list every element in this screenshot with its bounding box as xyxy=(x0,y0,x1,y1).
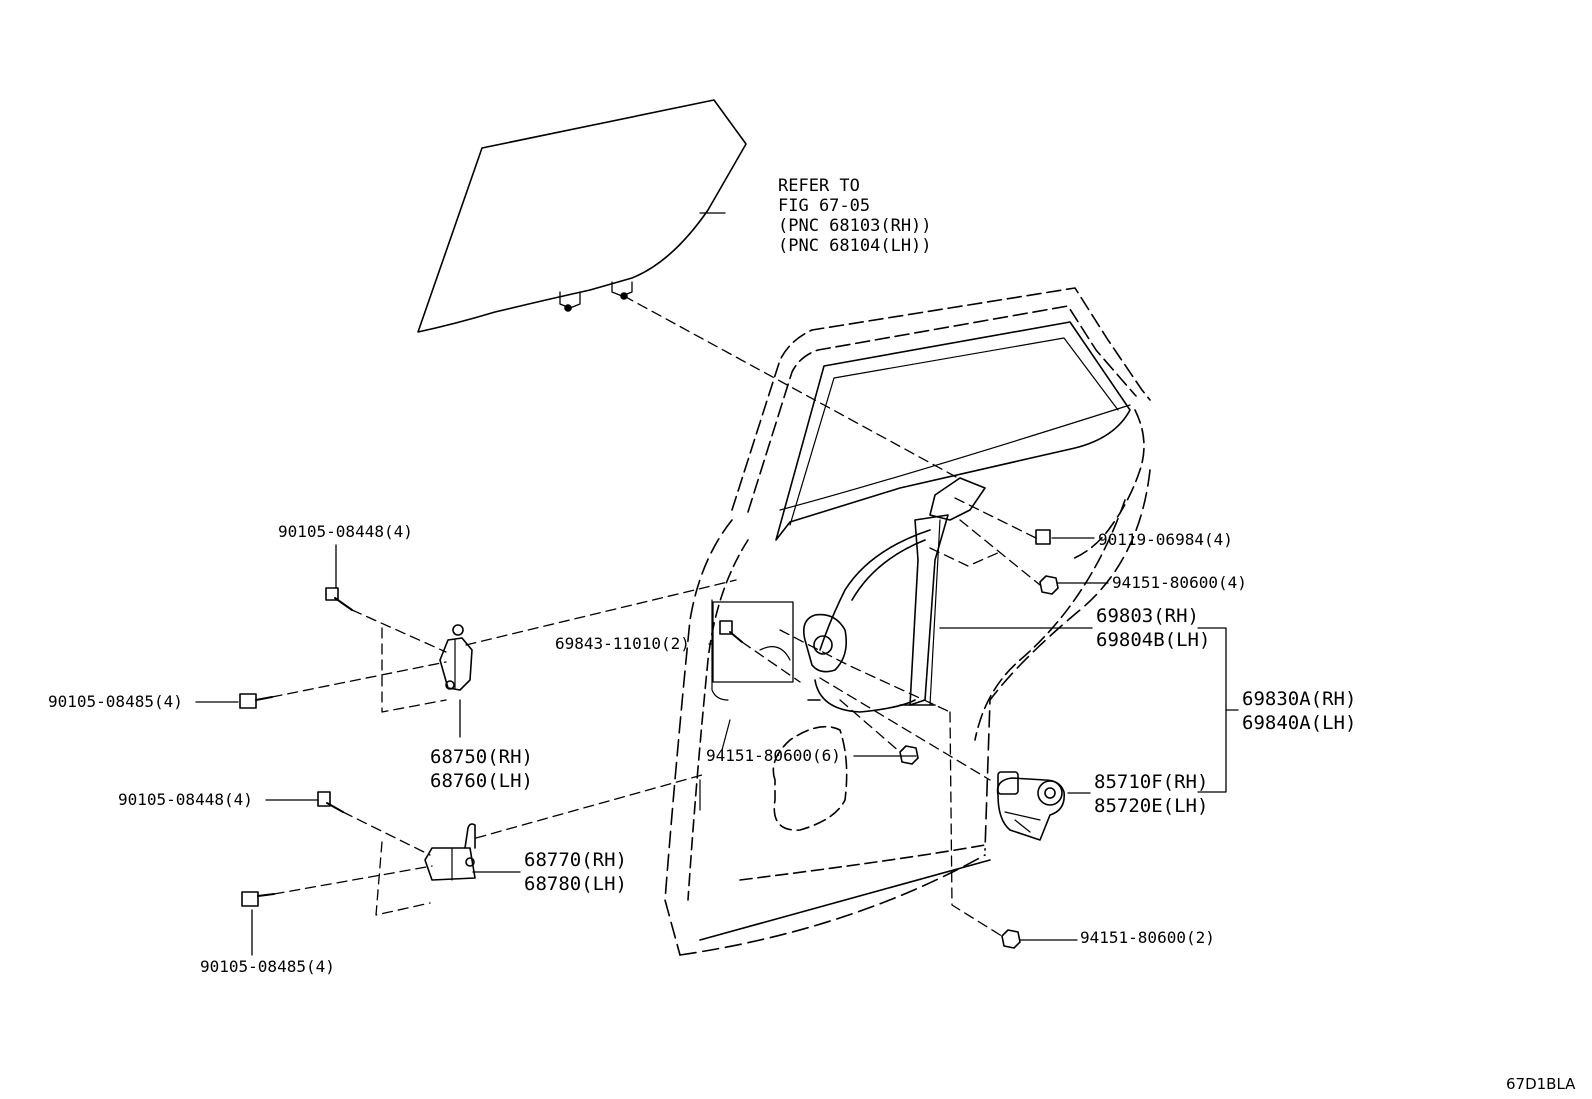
screw-callout-box xyxy=(712,601,794,683)
diagram-code: 67D1BLA xyxy=(1506,1075,1576,1093)
rear-door-panel xyxy=(664,287,1151,956)
label-regulator-rh: 69803(RH) xyxy=(1096,605,1199,627)
label-assembly-lh: 69840A(LH) xyxy=(1242,712,1357,734)
label-bolt-upper-hinge-left: 90105-08485(4) xyxy=(48,692,183,711)
refer-note-line1: REFER TO xyxy=(778,176,860,196)
upper-door-hinge xyxy=(439,624,473,691)
label-nut-center: 94151-80600(6) xyxy=(706,746,841,765)
screw-regulator xyxy=(719,620,743,643)
label-assembly: 69830A(RH) 69840A(LH) xyxy=(1242,687,1356,735)
label-bolt-lower-hinge-top: 90105-08448(4) xyxy=(118,790,253,809)
label-assembly-rh: 69830A(RH) xyxy=(1242,688,1357,710)
fasteners xyxy=(239,529,1059,949)
alignment-lines xyxy=(271,295,1041,939)
label-lower-hinge-lh: 68780(LH) xyxy=(524,873,627,895)
nut-center xyxy=(899,745,919,765)
bolt-upper-hinge-left xyxy=(239,693,273,709)
label-motor: 85710F(RH) 85720E(LH) xyxy=(1094,770,1208,818)
label-bolt-regulator-top: 90119-06984(4) xyxy=(1098,530,1233,549)
regulator-motor xyxy=(996,771,1066,841)
label-upper-hinge-lh: 68760(LH) xyxy=(430,770,533,792)
door-glass xyxy=(417,99,747,333)
label-bolt-lower-hinge-bottom: 90105-08485(4) xyxy=(200,957,335,976)
bolt-regulator-top xyxy=(1035,529,1051,545)
label-motor-lh: 85720E(LH) xyxy=(1094,795,1209,817)
bolt-upper-hinge-top xyxy=(325,587,353,611)
bolt-lower-hinge-bottom xyxy=(241,891,275,907)
label-bolt-upper-hinge-top: 90105-08448(4) xyxy=(278,522,413,541)
lower-door-hinge xyxy=(424,823,476,881)
refer-note-line4: (PNC 68104(LH)) xyxy=(778,236,932,256)
label-regulator-lh: 69804B(LH) xyxy=(1096,629,1211,651)
label-lower-hinge-rh: 68770(RH) xyxy=(524,849,627,871)
label-motor-rh: 85710F(RH) xyxy=(1094,771,1209,793)
label-upper-hinge-rh: 68750(RH) xyxy=(430,746,533,768)
label-regulator-screw: 69843-11010(2) xyxy=(555,634,690,653)
bolt-lower-hinge-top xyxy=(317,791,344,813)
nut-regulator-top xyxy=(1039,575,1059,595)
refer-note-line3: (PNC 68103(RH)) xyxy=(778,216,932,236)
nut-bottom xyxy=(1001,929,1021,949)
label-upper-hinge: 68750(RH) 68760(LH) xyxy=(430,745,533,793)
refer-note-line2: FIG 67-05 xyxy=(778,196,871,216)
label-nut-regulator-top: 94151-80600(4) xyxy=(1112,573,1247,592)
label-lower-hinge: 68770(RH) 68780(LH) xyxy=(524,848,627,896)
window-regulator xyxy=(802,477,986,713)
refer-note: REFER TO FIG 67-05 (PNC 68103(RH)) (PNC … xyxy=(778,176,932,256)
leader-lines xyxy=(195,212,1239,956)
label-nut-bottom: 94151-80600(2) xyxy=(1080,928,1215,947)
label-regulator: 69803(RH) 69804B(LH) xyxy=(1096,604,1210,652)
